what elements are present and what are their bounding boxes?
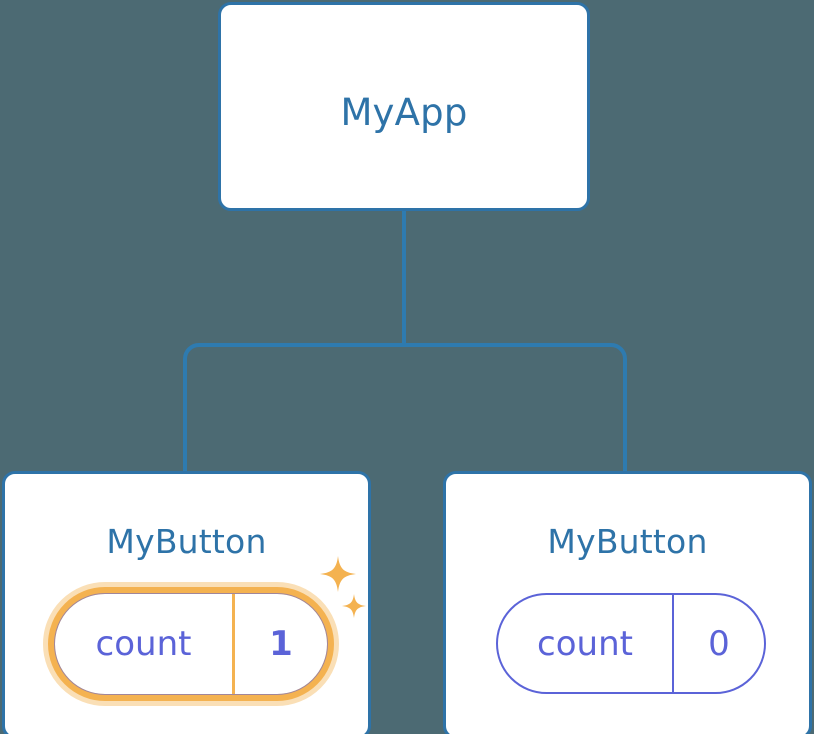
component-title: MyApp — [340, 91, 468, 134]
component-node-mybutton-1[interactable]: MyButton count 1 — [2, 471, 371, 734]
state-key-label: count — [498, 595, 674, 692]
component-node-mybutton-2[interactable]: MyButton count 0 — [443, 471, 812, 734]
state-pill-highlighted[interactable]: count 1 — [43, 582, 339, 706]
state-pill-content: count 1 — [55, 594, 327, 694]
state-value-label: 1 — [269, 624, 293, 664]
component-node-myapp[interactable]: MyApp — [218, 2, 590, 211]
component-title: MyButton — [547, 522, 708, 561]
state-pill-ring — [48, 587, 334, 701]
edge-branchbar-to-left — [183, 343, 404, 473]
state-pill[interactable]: count 0 — [496, 593, 766, 694]
edge-branchbar-to-right — [404, 343, 627, 473]
state-key-label: count — [55, 594, 235, 694]
component-title: MyButton — [106, 522, 267, 561]
state-pill-glow — [43, 582, 339, 706]
state-value-label: 0 — [708, 623, 730, 664]
